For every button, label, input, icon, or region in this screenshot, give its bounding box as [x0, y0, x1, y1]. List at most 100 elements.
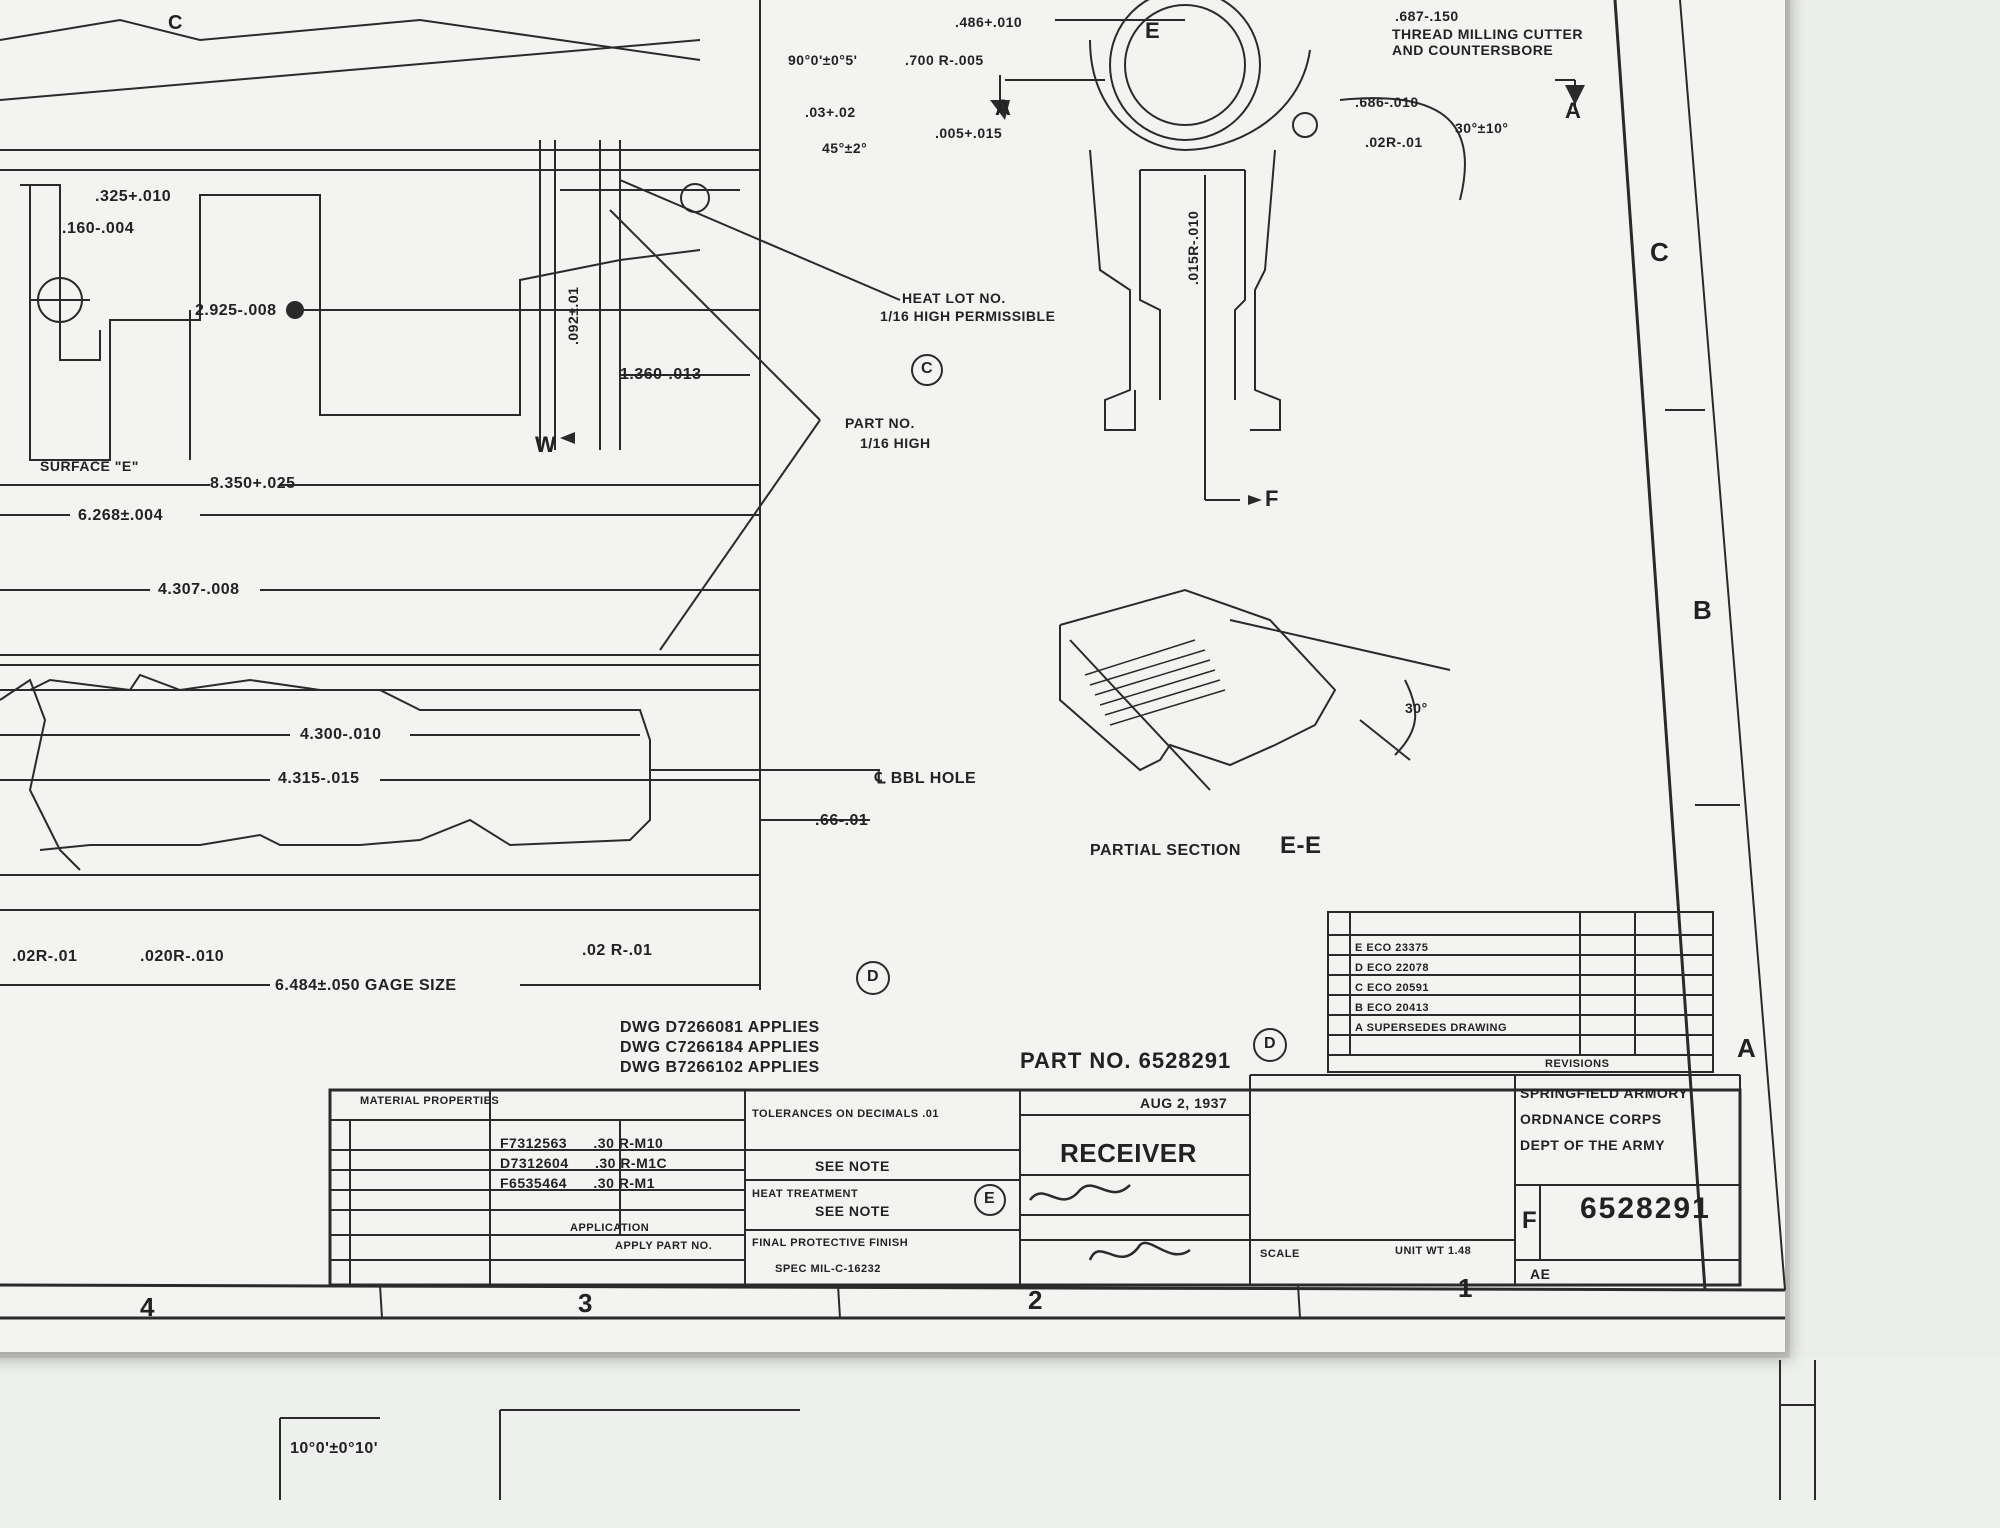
- applies-note: DWG B7266102 APPLIES: [620, 1059, 820, 1076]
- heat-lot-note: HEAT LOT NO.: [902, 290, 1006, 306]
- revision-symbol: E: [1355, 942, 1363, 954]
- revision-text: ECO 20591: [1367, 982, 1429, 994]
- revision-symbol: B: [1355, 1002, 1364, 1014]
- part-no-note: PART NO.: [845, 415, 915, 431]
- marker-d: D: [867, 968, 880, 985]
- revision-text: ECO 22078: [1367, 962, 1429, 974]
- ae-label: AE: [1530, 1266, 1551, 1282]
- dimension-label: .020R-.010: [140, 948, 225, 965]
- applies-note: DWG D7266081 APPLIES: [620, 1019, 820, 1036]
- tolerances-note: TOLERANCES ON DECIMALS .01: [752, 1108, 939, 1120]
- marker-w: W: [535, 432, 557, 457]
- material-properties-label: MATERIAL PROPERTIES: [360, 1095, 500, 1107]
- dimension-label: 4.307-.008: [158, 581, 240, 598]
- heat-lot-note-2: 1/16 HIGH PERMISSIBLE: [880, 308, 1056, 324]
- dimension-label: .686-.010: [1355, 94, 1419, 110]
- reference-value: .30 R-M1: [593, 1175, 655, 1191]
- dimension-label: .005+.015: [935, 125, 1003, 141]
- surface-note: SURFACE "E": [40, 458, 139, 474]
- marker-a: A: [995, 95, 1012, 120]
- dimension-label: .092±.01: [565, 286, 581, 345]
- revision-row: C ECO 20591: [1355, 978, 1507, 998]
- revision-symbol: C: [1355, 982, 1364, 994]
- org-line: DEPT OF THE ARMY: [1520, 1137, 1666, 1153]
- dimension-label: .02R-.01: [1365, 134, 1423, 150]
- dimension-label: 30°±10°: [1455, 120, 1509, 136]
- unit-weight: UNIT WT 1.48: [1395, 1245, 1472, 1257]
- dimension-label: 6.484±.050 GAGE SIZE: [275, 977, 457, 994]
- adjacent-sheet-right: [1790, 0, 2000, 1360]
- dimension-label: .02R-.01: [12, 948, 78, 965]
- revision-list: E ECO 23375 D ECO 22078 C ECO 20591 B EC…: [1355, 938, 1507, 1038]
- dimension-label: .66-.01: [815, 812, 869, 829]
- marker-e: E: [1145, 18, 1161, 43]
- revision-symbol: D: [1355, 962, 1364, 974]
- reference-value: .30 R-M1C: [594, 1155, 668, 1171]
- zone-label: A: [1737, 1033, 1757, 1063]
- org-line: SPRINGFIELD ARMORY: [1520, 1085, 1689, 1101]
- drawing-sheet: [0, 0, 1785, 1352]
- applies-note: DWG C7266184 APPLIES: [620, 1039, 820, 1056]
- revisions-label: REVISIONS: [1545, 1058, 1610, 1070]
- zone-label: 3: [578, 1288, 593, 1318]
- marker-d: D: [1264, 1035, 1277, 1052]
- revision-row: E ECO 23375: [1355, 938, 1507, 958]
- heat-treatment-label: HEAT TREATMENT: [752, 1188, 859, 1200]
- marker-f: F: [1265, 486, 1279, 511]
- applies-notes: DWG D7266081 APPLIES DWG C7266184 APPLIE…: [620, 1018, 820, 1078]
- finish-spec: SPEC MIL-C-16232: [775, 1263, 881, 1275]
- reference-number: D7312604: [500, 1155, 569, 1171]
- dimension-label: .02 R-.01: [582, 942, 653, 959]
- dimension-label: .160-.004: [62, 220, 135, 237]
- reference-row: D7312604 .30 R-M1C: [500, 1153, 667, 1173]
- reference-row: F7312563 .30 R-M10: [500, 1133, 667, 1153]
- reference-number: F7312563: [500, 1135, 568, 1151]
- scale-label: SCALE: [1260, 1248, 1300, 1260]
- dimension-label: 30°: [1405, 700, 1428, 716]
- reference-row: F6535464 .30 R-M1: [500, 1173, 667, 1193]
- revision-row: A SUPERSEDES DRAWING: [1355, 1018, 1507, 1038]
- revision-row: D ECO 22078: [1355, 958, 1507, 978]
- dimension-label: 4.315-.015: [278, 770, 360, 787]
- reference-list: F7312563 .30 R-M10 D7312604 .30 R-M1C F6…: [500, 1133, 667, 1193]
- bbl-hole-note: ℄ BBL HOLE: [875, 770, 977, 787]
- reference-number: F6535464: [500, 1175, 568, 1191]
- dimension-label: .486+.010: [955, 14, 1023, 30]
- revision-row: B ECO 20413: [1355, 998, 1507, 1018]
- dimension-label: 1.360-.013: [620, 366, 702, 383]
- dimension-label: .03+.02: [805, 104, 856, 120]
- drawing-date: AUG 2, 1937: [1140, 1095, 1228, 1111]
- dimension-label: .015R-.010: [1185, 210, 1201, 285]
- zone-label: C: [1650, 237, 1670, 267]
- zone-label: 2: [1028, 1285, 1043, 1315]
- zone-label: 1: [1458, 1273, 1473, 1303]
- countersbore-note: AND COUNTERSBORE: [1392, 42, 1554, 58]
- section-id-label: E-E: [1280, 832, 1322, 859]
- reference-value: .30 R-M10: [593, 1135, 664, 1151]
- part-no-label: PART NO. 6528291: [1020, 1048, 1232, 1073]
- organization-block: SPRINGFIELD ARMORY ORDNANCE CORPS DEPT O…: [1520, 1080, 1688, 1158]
- dimension-label: 8.350+.025: [210, 475, 296, 492]
- final-finish-label: FINAL PROTECTIVE FINISH: [752, 1237, 909, 1249]
- see-note: SEE NOTE: [815, 1203, 890, 1219]
- dimension-label: .687-.150: [1395, 8, 1459, 24]
- see-note: SEE NOTE: [815, 1158, 890, 1174]
- revision-text: ECO 23375: [1366, 942, 1429, 954]
- dimension-label: .700 R-.005: [905, 52, 984, 68]
- dimension-label: .325+.010: [95, 188, 172, 205]
- revision-text: ECO 20413: [1367, 1002, 1429, 1014]
- dimension-label: 2.925-.008: [195, 302, 277, 319]
- marker-a: A: [1565, 98, 1582, 123]
- apply-part-no-label: APPLY PART NO.: [615, 1240, 713, 1252]
- zone-label: 4: [140, 1292, 155, 1322]
- zone-label: B: [1693, 595, 1713, 625]
- drawing-title: RECEIVER: [1060, 1138, 1197, 1168]
- marker-c: C: [921, 360, 934, 377]
- org-line: ORDNANCE CORPS: [1520, 1111, 1662, 1127]
- drawing-size: F: [1522, 1207, 1538, 1234]
- drawing-number: 6528291: [1580, 1192, 1711, 1225]
- dimension-label: 90°0'±0°5': [788, 52, 858, 68]
- dimension-label: 10°0'±0°10': [290, 1440, 379, 1457]
- revision-text: SUPERSEDES DRAWING: [1366, 1022, 1508, 1034]
